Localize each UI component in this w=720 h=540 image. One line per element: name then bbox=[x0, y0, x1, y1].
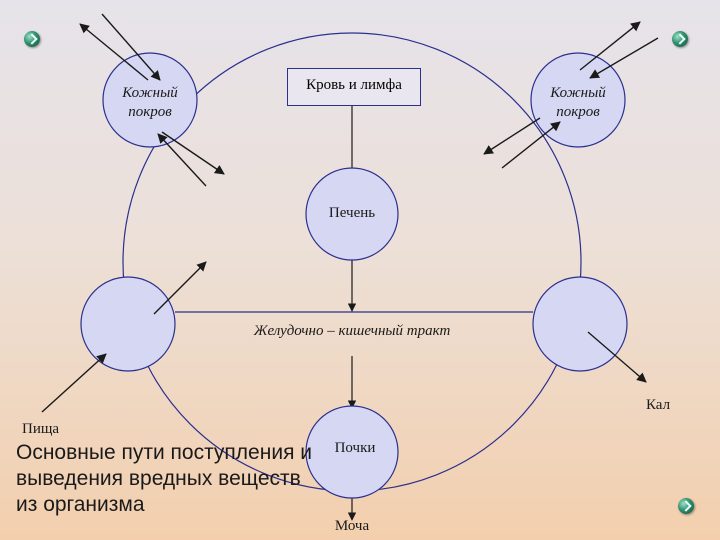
arrow-skin-right-in-2 bbox=[589, 37, 659, 79]
gi-left-node bbox=[80, 276, 176, 372]
blood-lymph-box: Кровь и лимфа bbox=[287, 68, 421, 106]
arrow-skin-left-out-2 bbox=[157, 133, 207, 187]
arrow-bullet-icon bbox=[24, 31, 40, 47]
liver-node bbox=[305, 167, 399, 261]
kidneys-label: Почки bbox=[334, 440, 376, 456]
gi-right-node bbox=[532, 276, 628, 372]
skin-left-label: Кожный покров bbox=[122, 85, 178, 120]
arrow-bullet-icon bbox=[672, 31, 688, 47]
kidneys-node bbox=[305, 405, 399, 499]
liver-label: Печень bbox=[328, 205, 376, 221]
gi-tract-label: Желудочно – кишечный тракт bbox=[253, 323, 451, 339]
food-label: Пища bbox=[22, 421, 60, 437]
skin-left-node bbox=[102, 52, 198, 148]
arrow-skin-left-in-1 bbox=[79, 23, 149, 81]
skin-right-label: Кожный покров bbox=[550, 85, 606, 120]
arrow-gi-left-in bbox=[153, 261, 207, 315]
arrow-feces-out bbox=[587, 331, 647, 383]
arrow-bullet-icon bbox=[678, 498, 694, 514]
feces-label: Кал bbox=[646, 397, 671, 413]
arrow-skin-right-out-2 bbox=[501, 121, 561, 169]
arrow-food-in bbox=[41, 353, 107, 413]
blood-lymph-label: Кровь и лимфа bbox=[306, 77, 402, 93]
arrow-skin-left-out-1 bbox=[161, 131, 225, 175]
urine-label: Моча bbox=[334, 518, 370, 534]
slide-title: Основные пути поступления и выведения вр… bbox=[16, 441, 312, 516]
arrow-skin-left-in-2 bbox=[101, 13, 161, 81]
arrow-skin-right-out-1 bbox=[483, 117, 541, 155]
arrow-skin-right-in-1 bbox=[579, 21, 641, 71]
